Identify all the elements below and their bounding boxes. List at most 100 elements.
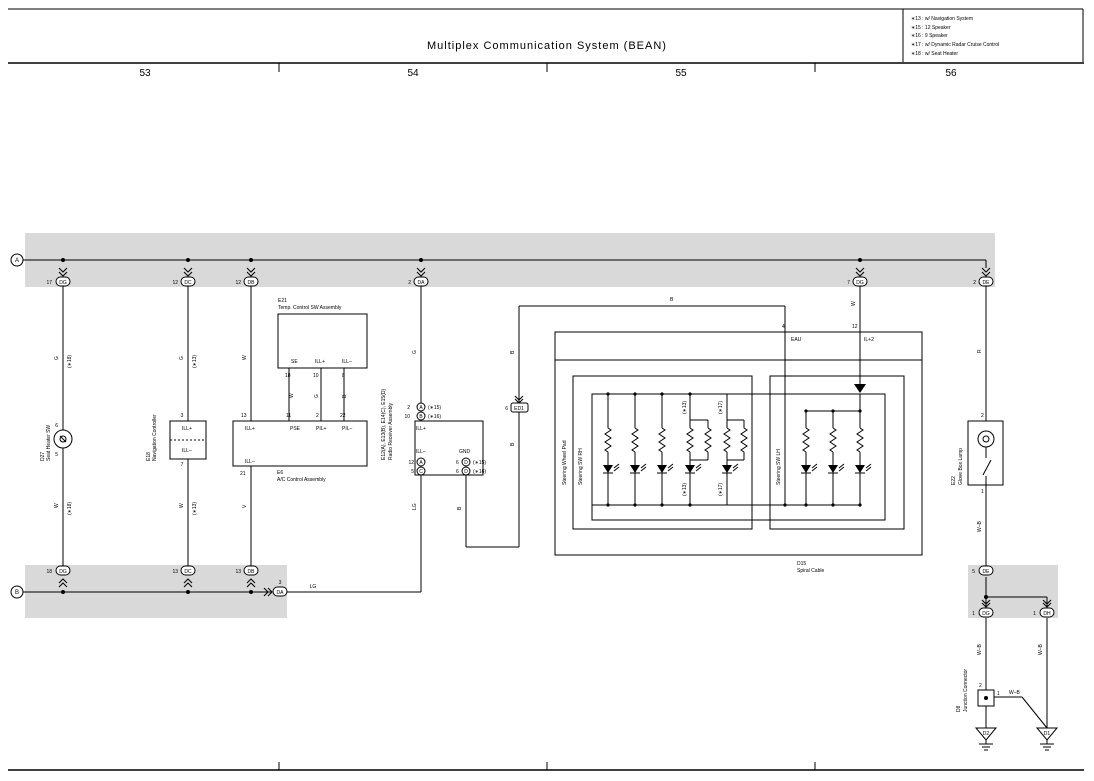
svg-text:G: G	[314, 394, 320, 398]
svg-text:Junction Connector: Junction Connector	[963, 669, 969, 712]
note-13: ∗13 : w/ Navigation System	[911, 16, 973, 22]
svg-text:PSE: PSE	[290, 426, 301, 432]
svg-text:7: 7	[847, 280, 850, 286]
svg-text:22: 22	[340, 413, 346, 419]
svg-text:13: 13	[235, 569, 241, 575]
svg-text:E21: E21	[278, 298, 287, 304]
svg-text:Spiral Cable: Spiral Cable	[797, 568, 824, 574]
svg-text:ILL+: ILL+	[245, 426, 255, 432]
note-16: ∗16 : 9 Speaker	[911, 33, 948, 39]
svg-text:G: G	[179, 356, 185, 360]
svg-text:(∗13): (∗13)	[192, 355, 198, 368]
bus-b-label: B	[15, 590, 19, 596]
svg-text:10: 10	[313, 373, 319, 379]
svg-text:DA: DA	[418, 280, 426, 286]
svg-text:LG: LG	[412, 503, 418, 510]
svg-text:5: 5	[55, 452, 58, 458]
svg-text:E22: E22	[951, 476, 957, 485]
svg-text:ILL–: ILL–	[342, 359, 352, 365]
rh-led-branch-1	[603, 392, 620, 507]
note-15: ∗15 : 12 Speaker	[911, 25, 951, 31]
svg-text:D27: D27	[40, 452, 46, 461]
svg-text:6: 6	[505, 406, 508, 412]
svg-text:D8: D8	[956, 705, 962, 712]
svg-text:(∗18): (∗18)	[67, 502, 73, 515]
svg-text:DH: DH	[1043, 611, 1051, 617]
svg-text:Navigation Controller: Navigation Controller	[152, 414, 158, 461]
svg-text:W–B: W–B	[1038, 644, 1044, 656]
svg-text:3: 3	[279, 580, 282, 586]
connector-dc-b: DC 13	[172, 565, 196, 588]
svg-text:ED1: ED1	[514, 406, 524, 412]
lh-led-branch-1	[801, 409, 818, 507]
svg-text:B: B	[510, 442, 516, 446]
svg-text:(∗13): (∗13)	[682, 401, 688, 414]
diagram-title: Multiplex Communication System (BEAN)	[427, 40, 667, 52]
header: Multiplex Communication System (BEAN) ∗1…	[8, 8, 1084, 79]
svg-text:PIL+: PIL+	[316, 426, 327, 432]
svg-text:Glove Box Lamp: Glove Box Lamp	[958, 448, 964, 485]
svg-text:ILL–: ILL–	[245, 459, 255, 465]
ground-connectors: DE 5 DG 1 DH 1 W–B W–B 2 1 W–B D8 Juncti…	[956, 565, 1059, 751]
svg-text:5: 5	[972, 569, 975, 575]
svg-text:17: 17	[46, 280, 52, 286]
connector-dg-b: DG 18	[46, 565, 71, 588]
svg-text:E12(A), E13(B), E14(C), E15(D): E12(A), E13(B), E14(C), E15(D)	[381, 389, 387, 460]
svg-text:D1: D1	[1044, 731, 1051, 737]
svg-text:DG: DG	[982, 611, 990, 617]
svg-text:W–B: W–B	[977, 644, 983, 656]
rh-led-branch-5	[690, 394, 748, 505]
svg-text:2: 2	[981, 413, 984, 419]
svg-text:PIL–: PIL–	[342, 426, 353, 432]
svg-text:C: C	[419, 469, 423, 475]
radio-receiver: ILL+ ILL– GND 2 A (∗15) 10 B (∗16) 12 A …	[381, 350, 486, 510]
svg-text:2: 2	[407, 405, 410, 411]
bus-b-connectors: DG 18 DC 13 DB 13 DA 3 LG	[46, 565, 316, 597]
svg-text:DB: DB	[248, 280, 256, 286]
svg-text:10: 10	[404, 414, 410, 420]
svg-text:2: 2	[973, 280, 976, 286]
svg-text:6: 6	[456, 469, 459, 475]
svg-text:(∗13): (∗13)	[682, 483, 688, 496]
connector-de-a: DE 2	[973, 267, 994, 287]
connector-dg-a: DG 17	[46, 267, 71, 287]
svg-text:R: R	[977, 349, 983, 353]
svg-text:(∗13): (∗13)	[192, 502, 198, 515]
svg-text:W: W	[289, 393, 295, 398]
svg-text:A: A	[419, 460, 423, 466]
svg-text:DB: DB	[248, 569, 256, 575]
note-17: ∗17 : w/ Dynamic Radar Cruise Control	[911, 42, 999, 48]
svg-text:DC: DC	[184, 569, 192, 575]
svg-text:DE: DE	[983, 280, 991, 286]
connector-db-a: DB 12	[235, 267, 259, 287]
svg-text:EAU: EAU	[791, 337, 802, 343]
svg-text:18: 18	[46, 569, 52, 575]
svg-text:W–B: W–B	[977, 521, 983, 533]
svg-text:12: 12	[172, 280, 178, 286]
svg-text:2: 2	[316, 413, 319, 419]
svg-text:1: 1	[972, 611, 975, 617]
svg-text:8: 8	[342, 373, 345, 379]
svg-text:DG: DG	[856, 280, 864, 286]
column-55: 55	[675, 68, 687, 79]
svg-text:V: V	[242, 504, 248, 508]
svg-text:18: 18	[285, 373, 291, 379]
svg-text:2: 2	[979, 683, 982, 689]
svg-text:D2: D2	[983, 731, 990, 737]
svg-text:B: B	[419, 414, 423, 420]
svg-text:W: W	[242, 355, 248, 360]
svg-text:(∗16): (∗16)	[473, 469, 486, 475]
svg-text:E18: E18	[146, 452, 152, 461]
svg-text:5: 5	[411, 469, 414, 475]
glove-box-lamp: 2 1 E22 Glove Box Lamp R W–B	[951, 349, 1004, 533]
footer	[8, 762, 1084, 771]
svg-text:B: B	[670, 297, 674, 303]
svg-text:GND: GND	[459, 449, 471, 455]
svg-text:ILL+: ILL+	[182, 426, 192, 432]
svg-text:1: 1	[981, 489, 984, 495]
svg-text:Temp. Control SW Assembly: Temp. Control SW Assembly	[278, 305, 342, 311]
svg-text:D: D	[464, 469, 468, 475]
svg-text:4: 4	[782, 324, 785, 330]
rh-led-branch-3	[657, 392, 674, 507]
svg-text:13: 13	[241, 413, 247, 419]
